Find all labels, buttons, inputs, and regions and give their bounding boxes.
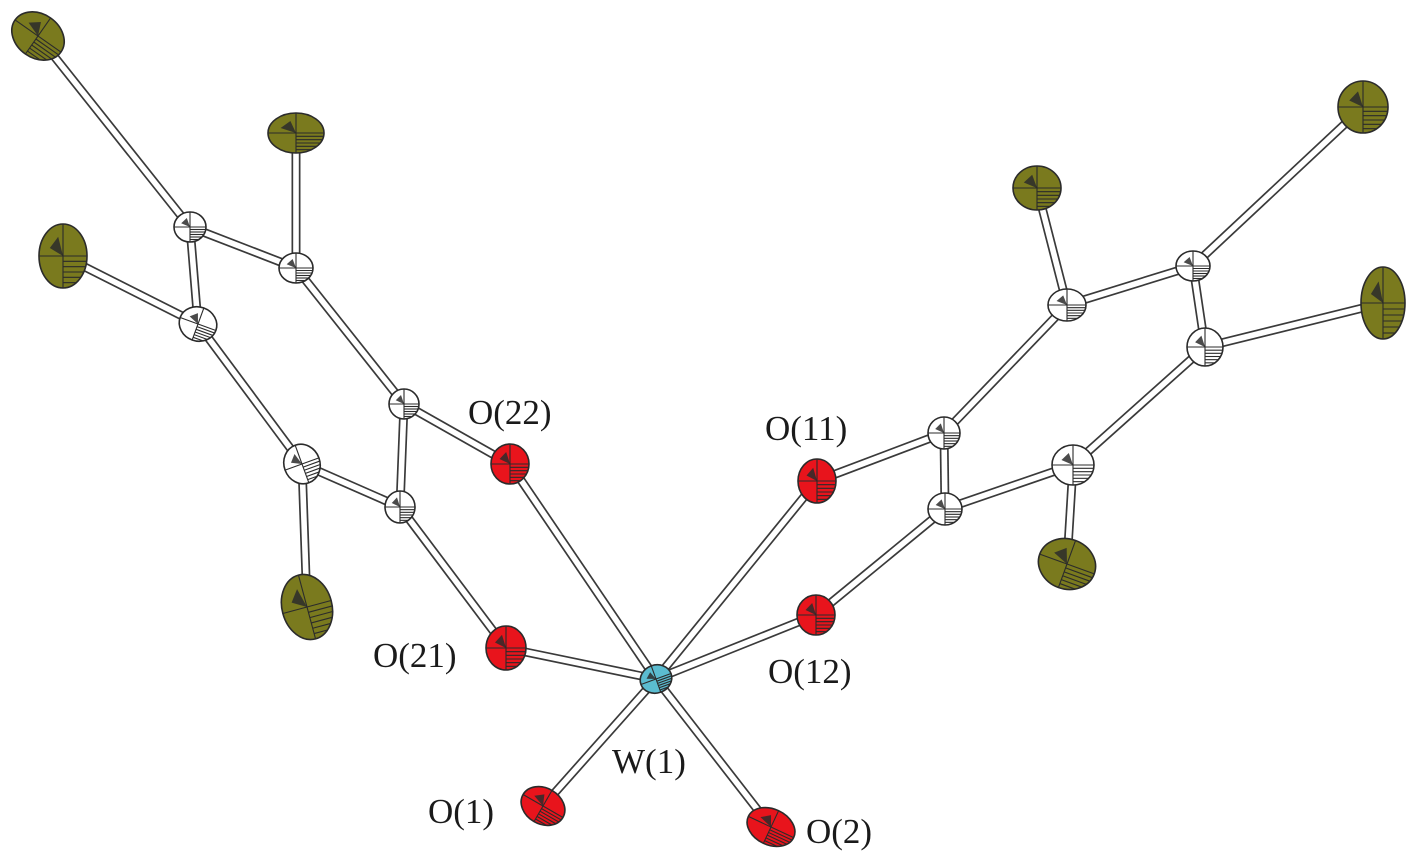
bond-c15-c16 (1070, 343, 1208, 469)
atom-cl8 (1037, 537, 1097, 591)
atom-c14 (1175, 250, 1211, 282)
bond-o22-c22 (401, 400, 513, 468)
bond-w1-o21 (505, 643, 657, 684)
bond-c25-c26 (194, 321, 306, 467)
labels-layer: W(1) O(1) O(2) O(11) O(12) O(21) O(22) (373, 393, 872, 851)
atom-c12 (927, 492, 963, 526)
label-o2: O(2) (806, 812, 872, 851)
atom-cl7 (1360, 266, 1406, 340)
label-o11: O(11) (765, 409, 847, 448)
label-o22: O(22) (468, 393, 552, 432)
atom-o2 (746, 806, 796, 848)
bond-c13-c14 (1065, 261, 1195, 310)
bond-o12-c12 (813, 505, 948, 619)
atom-c26 (282, 443, 322, 485)
atom-cl3 (38, 223, 88, 289)
bond-c14-cl5 (1189, 103, 1367, 270)
bond-c23-c24 (188, 222, 298, 273)
atom-o1 (520, 785, 566, 827)
atom-c22 (388, 388, 420, 420)
label-o1: O(1) (428, 792, 494, 831)
bonds-layer (34, 33, 1385, 830)
atom-c15 (1186, 327, 1224, 367)
atom-cl1 (11, 11, 65, 61)
bond-c16-c12 (943, 460, 1075, 514)
bond-o11-c11 (815, 428, 946, 486)
bond-c15-cl7 (1203, 298, 1385, 352)
bond-c21-c22 (395, 403, 409, 508)
atom-o22 (490, 443, 530, 485)
bond-w1-o12 (654, 610, 818, 684)
atom-c24 (173, 211, 207, 243)
atom-c13 (1047, 288, 1087, 322)
atom-cl6 (1012, 165, 1062, 211)
bond-w1-o2 (652, 676, 775, 830)
atom-o12 (796, 594, 836, 636)
bond-o21-c21 (396, 504, 510, 651)
atom-cl5 (1337, 80, 1389, 134)
bond-w1-o11 (652, 478, 821, 682)
atom-cl2 (267, 112, 325, 154)
bond-c22-c23 (292, 265, 408, 407)
label-o21: O(21) (373, 636, 457, 675)
atom-o21 (485, 625, 527, 671)
bond-w1-o22 (506, 461, 660, 682)
atom-c23 (278, 252, 314, 284)
bond-c24-cl1 (34, 33, 194, 230)
atom-c25 (178, 305, 218, 343)
atom-o11 (797, 458, 837, 504)
bond-c11-c13 (940, 301, 1071, 437)
bond-w1-o1 (539, 676, 660, 809)
atom-w1 (639, 663, 673, 695)
atom-cl4 (280, 573, 334, 641)
atom-c21 (384, 490, 416, 524)
atom-c11 (927, 416, 961, 450)
label-o12: O(12) (768, 652, 852, 691)
label-w1: W(1) (612, 742, 686, 781)
atom-c16 (1051, 444, 1095, 486)
